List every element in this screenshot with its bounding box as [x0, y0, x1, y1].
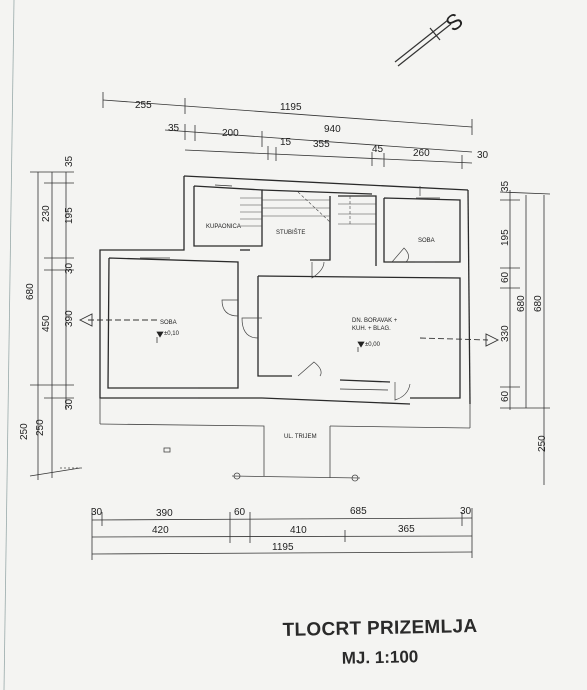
dim-right-60-a: 60	[500, 271, 511, 283]
page-edge	[3, 0, 15, 690]
level-markers	[156, 331, 365, 352]
dim-bottom-1195: 1195	[272, 542, 294, 553]
dim-top-45: 45	[372, 144, 384, 155]
dim-right-35: 35	[500, 180, 511, 192]
dim-bottom-365: 365	[398, 524, 415, 535]
dim-top-260: 260	[413, 148, 430, 159]
dim-bottom-60: 60	[234, 507, 246, 518]
dim-right-680-outer: 680	[533, 295, 544, 312]
section-markers	[78, 313, 500, 347]
north-label: S	[441, 8, 468, 37]
dim-bottom-410: 410	[290, 525, 307, 536]
dim-bottom-420: 420	[152, 525, 169, 536]
dim-left-250-outer: 250	[19, 423, 30, 440]
dim-left-35: 35	[64, 155, 75, 167]
doors	[221, 186, 421, 401]
north-arrow-icon: S	[394, 8, 468, 67]
bottom-dimension-lines	[91, 508, 473, 560]
windows	[140, 184, 440, 399]
dim-top-35: 35	[168, 123, 180, 134]
room-label-stubiste: STUBIŠTE	[276, 229, 305, 236]
dim-bottom-685: 685	[350, 506, 367, 517]
top-dimension-lines	[102, 92, 473, 169]
staircase	[240, 191, 376, 227]
dim-left-390: 390	[64, 310, 75, 327]
room-label-kupaonica: KUPAONICA	[206, 224, 241, 230]
level-boravak: ±0,00	[365, 342, 381, 348]
dim-top-355: 355	[313, 139, 330, 150]
dim-left-230: 230	[41, 205, 52, 222]
dim-bottom-30-right: 30	[460, 506, 472, 517]
dim-right-680-inner: 680	[516, 295, 527, 312]
walls	[99, 175, 471, 405]
dim-right-330: 330	[500, 325, 511, 342]
room-label-boravak-1: DN. BORAVAK +	[352, 318, 398, 324]
dim-bottom-30-left: 30	[91, 507, 103, 518]
dim-top-15: 15	[280, 137, 292, 148]
room-label-soba-small: SOBA	[418, 238, 435, 244]
dim-left-30-a: 30	[64, 262, 75, 274]
porch	[60, 398, 471, 482]
dim-top-255: 255	[135, 100, 152, 111]
right-dimension-lines	[499, 190, 551, 485]
dim-left-250: 250	[35, 419, 46, 436]
dim-left-195: 195	[64, 207, 75, 224]
dim-right-60-b: 60	[500, 390, 511, 402]
dim-right-195: 195	[500, 229, 511, 246]
dim-top-940: 940	[324, 124, 341, 135]
room-label-ulaz: UL. TRIJEM	[284, 434, 317, 440]
dim-left-680: 680	[25, 283, 36, 300]
dim-right-250: 250	[537, 435, 548, 452]
level-soba-left: ±0,10	[164, 331, 180, 337]
dim-top-1195: 1195	[280, 102, 302, 113]
dim-top-30: 30	[477, 150, 489, 161]
dim-left-30-b: 30	[64, 398, 75, 410]
dim-left-450: 450	[41, 315, 52, 332]
room-label-boravak-2: KUH. + BLAG.	[352, 326, 391, 332]
dim-top-200: 200	[222, 128, 239, 139]
dim-bottom-390: 390	[156, 508, 173, 519]
left-dimension-lines	[29, 171, 81, 480]
room-label-soba-left: SOBA	[160, 320, 177, 326]
